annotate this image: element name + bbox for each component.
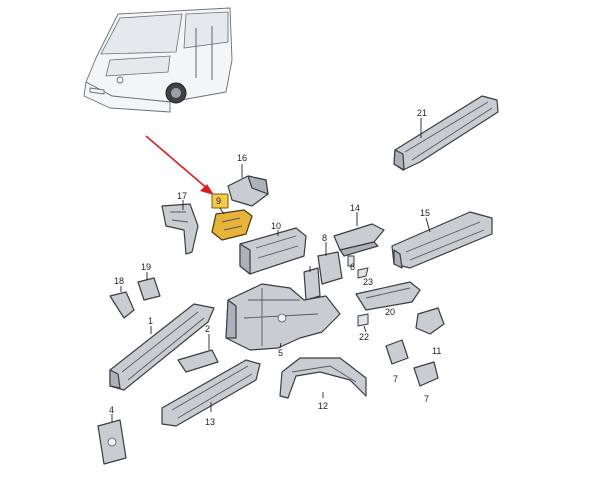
callout-21: 21	[417, 108, 427, 118]
callout-6: 6	[350, 262, 355, 272]
callout-12: 12	[318, 401, 328, 411]
part-13: 13	[161, 359, 261, 427]
part-8: 8	[317, 233, 343, 285]
part-21: 21	[393, 95, 499, 171]
callout-20: 20	[385, 307, 395, 317]
part-5: 5	[225, 283, 341, 358]
callout-18: 18	[114, 276, 124, 286]
part-6: 6	[347, 255, 355, 272]
callout-1: 1	[148, 316, 153, 326]
part-22: 22	[357, 313, 369, 342]
part-7-b: 7	[413, 361, 439, 404]
callout-8: 8	[322, 233, 327, 243]
vehicle-illustration	[83, 7, 233, 113]
part-1: 1	[109, 303, 215, 391]
callout-14: 14	[350, 203, 360, 213]
callout-4: 4	[109, 405, 114, 415]
callout-9: 9	[216, 196, 221, 206]
callout-16: 16	[237, 153, 247, 163]
callout-10: 10	[271, 221, 281, 231]
part-2: 2	[177, 324, 219, 373]
part-9-highlighted: 9	[211, 193, 253, 241]
callout-23: 23	[363, 277, 373, 287]
callout-22: 22	[359, 332, 369, 342]
part-7-a: 7	[385, 339, 409, 384]
part-20: 20	[355, 281, 421, 317]
part-15: 15	[391, 208, 493, 269]
callout-7-b: 7	[424, 394, 429, 404]
part-14: 14	[333, 203, 385, 257]
part-3	[303, 266, 321, 301]
callout-15: 15	[420, 208, 430, 218]
part-12: 12	[279, 357, 367, 411]
callout-5: 5	[278, 348, 283, 358]
callout-17: 17	[177, 191, 187, 201]
highlight-arrow	[145, 135, 214, 195]
callout-7-a: 7	[393, 374, 398, 384]
callout-2: 2	[205, 324, 210, 334]
part-18: 18	[109, 276, 135, 319]
part-17: 17	[161, 191, 199, 255]
callout-13: 13	[205, 417, 215, 427]
part-10: 10	[239, 221, 307, 275]
part-11: 11	[415, 307, 445, 356]
part-16: 16	[227, 153, 269, 207]
part-19: 19	[137, 262, 161, 301]
part-23: 23	[357, 267, 373, 287]
callout-11: 11	[432, 346, 441, 356]
part-4: 4	[97, 405, 127, 465]
callout-19: 19	[141, 262, 151, 272]
